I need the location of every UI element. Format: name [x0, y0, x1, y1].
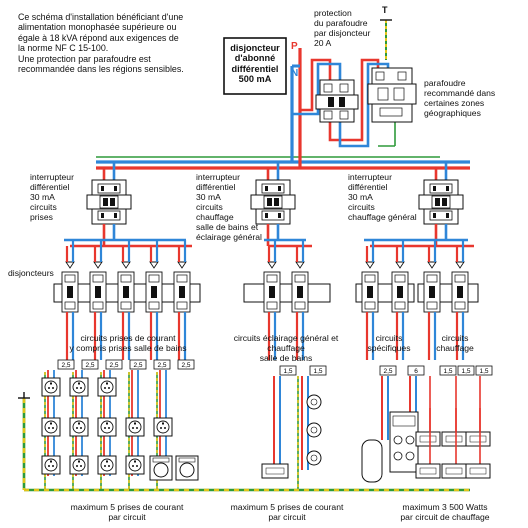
breaker-triangle: [295, 261, 305, 269]
circuit-breaker: [117, 271, 135, 313]
circuit-breaker: [361, 271, 379, 313]
din-rail: [243, 283, 331, 303]
socket-outlet: [97, 455, 117, 475]
socket-outlet: [69, 377, 89, 397]
socket-outlet: [69, 455, 89, 475]
cable-size-tag-text: 2,5: [109, 362, 118, 369]
cable-size-tag: [177, 359, 195, 370]
circuit-breaker: [391, 271, 409, 313]
cable-size-tag: [407, 365, 425, 376]
breaker-triangle: [93, 261, 103, 269]
cable-size-tag-text: 6: [414, 368, 418, 375]
cable-size-tag-text: 1,5: [283, 368, 292, 375]
cable-size-tag-text: 2,5: [157, 362, 166, 369]
cable-size-tag: [129, 359, 147, 370]
differential-switch-sockets: [86, 179, 132, 225]
group-label-heating: circuits chauffage: [436, 333, 474, 353]
intro-text: Ce schéma d'installation bénéficiant d'u…: [18, 12, 184, 75]
bottom-label-heating: maximum 3 500 Watts par circuit de chauf…: [400, 502, 490, 522]
circuit-breaker: [145, 271, 163, 313]
circuit-breaker: [173, 271, 191, 313]
breaker-triangle: [395, 261, 405, 269]
breaker-triangle: [365, 261, 375, 269]
surge-breaker-label: protection du parafoudre par disjoncteur…: [314, 8, 371, 48]
socket-outlet: [125, 417, 145, 437]
cable-size-tag-text: 2,5: [383, 368, 392, 375]
group-label-sockets: circuits prises de courant y compris pri…: [69, 333, 187, 353]
surge-arrester-label: parafoudre recommandé dans certaines zon…: [424, 78, 496, 118]
cable-size-tag: [475, 365, 493, 376]
circuit-breaker: [61, 271, 79, 313]
socket-outlet: [69, 417, 89, 437]
cable-size-tag: [439, 365, 457, 376]
circuit-breaker: [89, 271, 107, 313]
breaker-triangle: [149, 261, 159, 269]
phase-label: P: [291, 41, 298, 52]
breaker-triangle: [177, 261, 187, 269]
bottom-label-lighting: maximum 5 prises de courant par circuit: [230, 502, 344, 522]
main-breaker-box: [223, 37, 287, 95]
cable-size-tag-text: 2,5: [181, 362, 190, 369]
cable-size-tag-text: 2,5: [133, 362, 142, 369]
earth-symbol-label: T: [382, 5, 388, 15]
breaker-triangle: [267, 261, 277, 269]
cable-size-tag: [309, 365, 327, 376]
differential-label-heating: interrupteur différentiel 30 mA circuits…: [348, 172, 417, 222]
circuit-breaker: [451, 271, 469, 313]
cable-size-tag-text: 1,5: [461, 368, 470, 375]
cable-size-tag: [81, 359, 99, 370]
main-breaker-label: disjoncteur d'abonné différentiel 500 mA: [230, 43, 280, 85]
cable-size-tag: [57, 359, 75, 370]
cable-size-tag-text: 1,5: [443, 368, 452, 375]
cable-size-tag-text: 2,5: [85, 362, 94, 369]
bottom-label-sockets: maximum 5 prises de courant par circuit: [70, 502, 184, 522]
breaker-triangle: [121, 261, 131, 269]
circuit-breaker: [291, 271, 309, 313]
surge-protection-breaker: [315, 79, 359, 123]
differential-label-sockets: interrupteur différentiel 30 mA circuits…: [30, 172, 74, 222]
cable-size-tag-text: 2,5: [61, 362, 70, 369]
circuit-breaker: [263, 271, 281, 313]
cable-size-tag: [153, 359, 171, 370]
cable-size-tag-text: 1,5: [479, 368, 488, 375]
cable-size-tag-text: 1,5: [313, 368, 322, 375]
socket-outlet: [41, 417, 61, 437]
cable-size-tag: [379, 365, 397, 376]
differential-label-lighting: interrupteur différentiel 30 mA circuits…: [196, 172, 262, 242]
breaker-triangle: [455, 261, 465, 269]
breakers-label: disjoncteurs: [8, 268, 54, 278]
neutral-label: N: [291, 68, 299, 79]
water-heater: [361, 439, 383, 483]
breaker-triangle: [65, 261, 75, 269]
cable-size-tag: [457, 365, 475, 376]
group-label-specific: circuits spécifiques: [367, 333, 411, 353]
surge-arrester: [367, 67, 417, 123]
breaker-triangle: [427, 261, 437, 269]
cable-size-tag: [279, 365, 297, 376]
socket-outlet: [97, 417, 117, 437]
socket-outlet: [153, 417, 173, 437]
socket-outlet: [97, 377, 117, 397]
group-label-lighting: circuits éclairage général et chauffage …: [233, 333, 339, 363]
circuit-breaker: [423, 271, 441, 313]
socket-outlet: [41, 377, 61, 397]
socket-outlet: [41, 455, 61, 475]
cable-size-tag: [105, 359, 123, 370]
socket-outlet: [125, 455, 145, 475]
